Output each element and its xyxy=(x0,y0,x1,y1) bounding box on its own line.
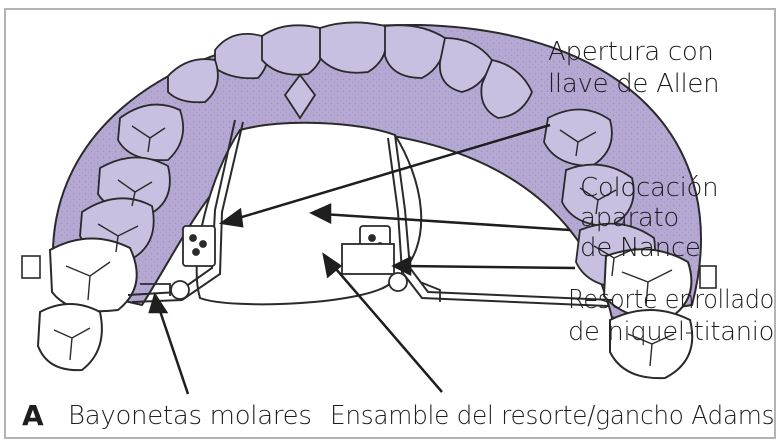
label-apertura-line1: Apertura con xyxy=(548,36,714,68)
label-colocacion-line1: Colocación xyxy=(580,172,718,204)
label-bayonetas: Bayonetas molares xyxy=(68,400,312,432)
label-ensamble: Ensamble del resorte/gancho Adams xyxy=(330,400,774,432)
label-colocacion-line2: aparato xyxy=(580,202,679,234)
label-resorte-line2: de niquel-titanio xyxy=(568,316,774,348)
label-colocacion-line3: de Nance xyxy=(580,232,701,264)
label-apertura-line2: llave de Allen xyxy=(548,68,719,100)
label-resorte-line1: Resorte enrollado xyxy=(568,284,774,316)
panel-letter: A xyxy=(22,400,43,432)
palate-window xyxy=(197,123,422,304)
